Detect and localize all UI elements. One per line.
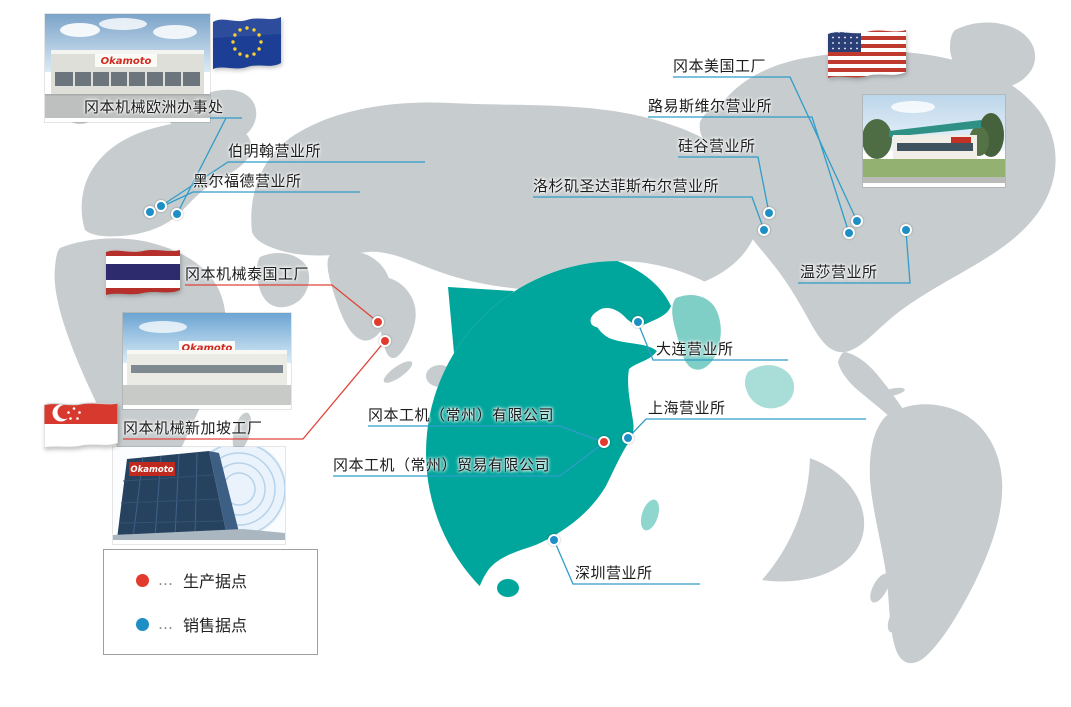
marker-singapore-factory <box>379 335 391 347</box>
legend: … 生产据点 … 销售据点 <box>103 549 318 655</box>
marker-shenzhen <box>548 534 560 546</box>
marker-europe-office <box>171 208 183 220</box>
continent-arabia <box>256 252 310 308</box>
marker-silicon-valley <box>763 207 775 219</box>
zoom-korea <box>672 294 721 370</box>
thailand-building-sign: Okamoto <box>182 343 233 354</box>
thailand-factory-photo: Okamoto <box>123 313 291 409</box>
label-windsor: 温莎营业所 <box>800 263 878 281</box>
label-changzhou-co: 冈本工机（常州）有限公司 <box>368 406 555 424</box>
zoom-hainan <box>497 579 519 597</box>
island-cuba <box>881 387 905 397</box>
continent-central-america <box>838 352 905 422</box>
connector-louisville <box>648 116 850 234</box>
eu-flag-stars <box>231 26 263 58</box>
sales-dot-icon <box>136 617 149 631</box>
marker-louisville <box>843 227 855 239</box>
connector-dalian <box>637 322 788 361</box>
marker-shanghai <box>622 432 634 444</box>
label-los-angeles: 洛杉矶圣达菲斯布尔营业所 <box>533 177 720 195</box>
continent-alaska <box>699 100 757 152</box>
marker-birmingham <box>155 200 167 212</box>
continent-south-america <box>869 404 1003 664</box>
connector-changzhou-co <box>368 425 601 442</box>
connector-europe-office <box>176 117 227 215</box>
connector-us-factory <box>673 76 858 222</box>
singapore-factory-photo: Okamoto <box>113 441 287 544</box>
island-sumatra <box>383 361 413 383</box>
connector-shenzhen <box>553 539 700 585</box>
europe-building-sign: Okamoto <box>101 56 152 67</box>
connector-los-angeles <box>533 196 765 231</box>
label-louisville: 路易斯维尔营业所 <box>648 97 773 115</box>
us-flag-icon <box>828 28 906 84</box>
continent-asia <box>251 102 760 294</box>
legend-row-production: … 生产据点 <box>136 568 317 592</box>
marker-changzhou <box>598 436 610 448</box>
production-dot-icon <box>136 573 149 587</box>
connector-changzhou-trading <box>333 444 602 477</box>
china-zoom-circle <box>426 261 810 645</box>
marker-los-angeles <box>758 224 770 236</box>
label-birmingham: 伯明翰营业所 <box>228 142 322 160</box>
legend-separator: … <box>158 571 174 589</box>
singapore-building-sign: Okamoto <box>130 465 173 475</box>
europe-office-photo: Okamoto <box>45 14 210 122</box>
continent-indochina <box>370 277 416 359</box>
label-silicon-valley: 硅谷营业所 <box>678 137 756 155</box>
continent-uk <box>130 164 170 209</box>
marker-windsor <box>900 224 912 236</box>
legend-row-sales: … 销售据点 <box>136 612 317 636</box>
continents <box>54 22 1056 664</box>
zoom-japan <box>745 365 795 409</box>
island-new-zealand-north <box>870 573 890 603</box>
legend-production-label: 生产据点 <box>183 572 248 591</box>
continent-greenland <box>950 22 1036 89</box>
connector-thailand-factory <box>185 284 379 323</box>
connectors <box>84 76 911 585</box>
label-shenzhen: 深圳营业所 <box>575 564 653 582</box>
continent-madagascar <box>232 412 252 452</box>
connector-shanghai <box>627 418 866 439</box>
label-thailand-factory: 冈本机械泰国工厂 <box>185 265 310 283</box>
label-dalian: 大连营业所 <box>656 340 734 358</box>
marker-halesworth <box>144 206 156 218</box>
marker-us-factory <box>851 215 863 227</box>
singapore-flag-stars <box>67 407 81 420</box>
legend-separator: … <box>158 615 174 633</box>
label-us-factory: 冈本美国工厂 <box>673 57 767 75</box>
connector-singapore-factory <box>123 340 386 440</box>
zoom-bohai-sea <box>590 308 618 328</box>
eu-flag-icon <box>213 14 281 75</box>
label-singapore-factory: 冈本机械新加坡工厂 <box>123 419 263 437</box>
legend-sales-label: 销售据点 <box>183 616 248 635</box>
singapore-flag-icon <box>43 400 119 454</box>
label-changzhou-trading: 冈本工机（常州）贸易有限公司 <box>333 456 551 474</box>
us-factory-photo <box>862 95 1005 187</box>
marker-thailand-factory <box>372 316 384 328</box>
connector-silicon-valley <box>678 156 770 214</box>
thailand-flag-icon <box>106 247 180 301</box>
connector-birmingham <box>160 161 425 207</box>
label-europe-office: 冈本机械欧洲办事处 <box>84 98 224 116</box>
island-new-zealand-south <box>887 607 903 633</box>
zoom-taiwan <box>640 499 660 531</box>
label-halesworth: 黑尔福德营业所 <box>193 172 302 190</box>
marker-dalian <box>632 316 644 328</box>
label-shanghai: 上海营业所 <box>648 399 726 417</box>
connector-windsor <box>798 230 911 284</box>
